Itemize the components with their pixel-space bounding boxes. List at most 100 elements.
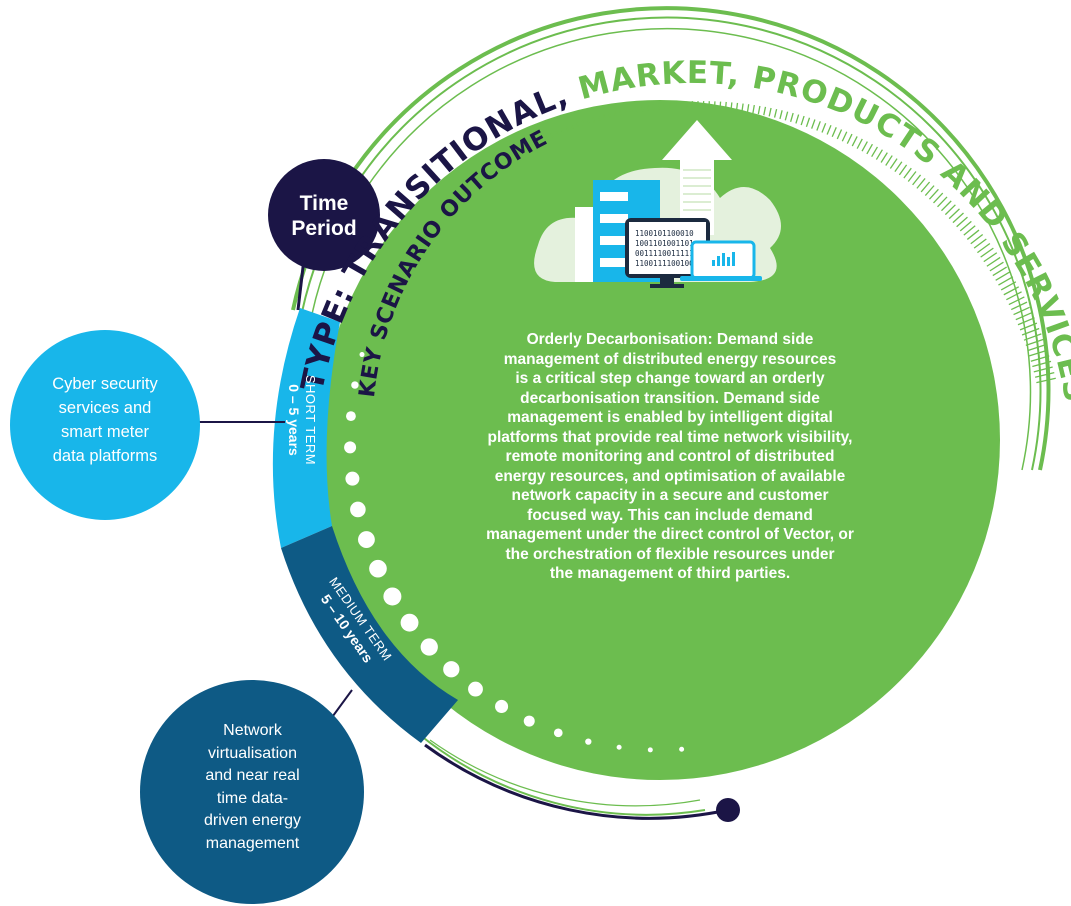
short-term-label: SHORT TERM 0 – 5 years bbox=[286, 375, 318, 465]
end-dot bbox=[716, 798, 740, 822]
tick-mark bbox=[1029, 349, 1048, 357]
outcome-description: Orderly Decarbonisation: Demand side man… bbox=[486, 331, 854, 582]
tick-mark bbox=[944, 204, 956, 216]
time-period-badge bbox=[268, 159, 380, 271]
trail-dot bbox=[359, 352, 365, 358]
tick-mark bbox=[724, 101, 727, 110]
tick-mark bbox=[970, 233, 984, 245]
outer-rings bbox=[291, 6, 1051, 820]
svg-text:1100101100010 10011010: 1100101100010 1001101001101 001111001111… bbox=[635, 229, 698, 268]
tick-mark bbox=[831, 127, 837, 137]
tick-mark bbox=[821, 123, 827, 133]
medium-term-item-circle bbox=[140, 680, 364, 904]
tick-mark bbox=[826, 124, 832, 135]
dot-trail bbox=[344, 352, 685, 753]
tick-mark bbox=[1003, 286, 1020, 296]
tick-mark bbox=[635, 106, 638, 113]
tick-mark bbox=[948, 208, 960, 220]
tick-mark bbox=[592, 117, 595, 123]
tick-mark bbox=[846, 133, 853, 144]
tick-mark bbox=[1010, 301, 1028, 311]
tick-mark bbox=[871, 146, 878, 158]
tick-mark bbox=[973, 238, 987, 249]
tick-mark bbox=[540, 137, 544, 143]
tick-mark bbox=[811, 119, 816, 129]
medium-term-segment bbox=[281, 526, 458, 743]
tick-mark bbox=[894, 161, 903, 173]
tick-mark bbox=[880, 152, 888, 163]
tick-mark bbox=[658, 103, 660, 110]
laptop-icon bbox=[680, 240, 762, 281]
tick-mark bbox=[555, 130, 559, 136]
trail-dot bbox=[351, 381, 359, 389]
medium-term-item-text: Network virtualisation and near real tim… bbox=[204, 722, 301, 852]
tick-mark bbox=[912, 174, 922, 186]
tick-mark bbox=[663, 102, 666, 110]
tick-mark bbox=[784, 111, 789, 121]
tick-mark bbox=[889, 158, 898, 169]
tick-mark bbox=[841, 131, 848, 142]
tick-mark bbox=[1015, 311, 1033, 321]
time-period-label: Time Period bbox=[291, 192, 357, 240]
tick-mark bbox=[800, 115, 805, 126]
tick-mark bbox=[805, 117, 811, 127]
tick-mark bbox=[746, 104, 750, 113]
tick-mark bbox=[941, 200, 952, 212]
tick-mark bbox=[763, 106, 767, 116]
tick-mark bbox=[1000, 281, 1017, 291]
trail-dot bbox=[523, 715, 535, 727]
tick-band bbox=[525, 101, 1056, 384]
tick-mark bbox=[535, 140, 539, 145]
trail-dot bbox=[679, 746, 685, 752]
tick-mark bbox=[980, 247, 994, 258]
tick-mark bbox=[875, 149, 883, 160]
tick-mark bbox=[576, 122, 580, 128]
tick-mark bbox=[757, 105, 761, 115]
short-term-item-circle bbox=[10, 330, 200, 520]
tick-mark bbox=[898, 164, 908, 176]
trail-dot bbox=[443, 661, 460, 678]
tick-mark bbox=[630, 107, 633, 114]
tick-mark bbox=[1021, 327, 1040, 336]
bar-chart-icon bbox=[712, 252, 735, 266]
tick-mark bbox=[998, 276, 1014, 286]
tick-mark bbox=[565, 126, 569, 132]
tick-mark bbox=[1025, 338, 1044, 347]
tick-mark bbox=[586, 118, 590, 124]
short-term-segment bbox=[272, 308, 340, 548]
tick-mark bbox=[597, 115, 601, 121]
tick-mark bbox=[977, 242, 991, 254]
trail-dot bbox=[468, 681, 483, 697]
tick-mark bbox=[730, 102, 733, 111]
trail-dot bbox=[383, 587, 402, 606]
tick-mark bbox=[571, 124, 574, 130]
tick-mark bbox=[1019, 322, 1038, 331]
tick-mark bbox=[995, 271, 1011, 281]
medium-term-connector bbox=[329, 689, 353, 721]
tick-mark bbox=[1027, 344, 1046, 352]
tick-mark bbox=[550, 133, 554, 138]
binary-line: 1001101001101 bbox=[635, 239, 694, 248]
short-term-item-text: Cyber security services and smart meter … bbox=[52, 375, 158, 465]
outcome-circle bbox=[320, 100, 1000, 780]
tick-mark bbox=[789, 112, 794, 122]
svg-text:0 – 5 years: 0 – 5 years bbox=[286, 384, 302, 456]
tick-mark bbox=[992, 266, 1008, 277]
tick-mark bbox=[752, 104, 755, 114]
tick-mark bbox=[1030, 355, 1050, 362]
trail-dot bbox=[553, 728, 563, 738]
tick-mark bbox=[545, 135, 549, 140]
tick-mark bbox=[1023, 333, 1042, 341]
tick-mark bbox=[1036, 377, 1056, 384]
binary-line: 1100111100100 bbox=[635, 259, 694, 268]
tick-mark bbox=[816, 121, 821, 131]
tick-mark bbox=[641, 105, 644, 112]
tick-mark bbox=[983, 252, 998, 263]
tick-mark bbox=[963, 225, 976, 236]
trail-dot bbox=[616, 744, 622, 750]
tick-mark bbox=[903, 167, 912, 179]
tick-mark bbox=[885, 155, 893, 166]
tick-mark bbox=[856, 138, 863, 149]
trail-dot bbox=[420, 638, 438, 656]
